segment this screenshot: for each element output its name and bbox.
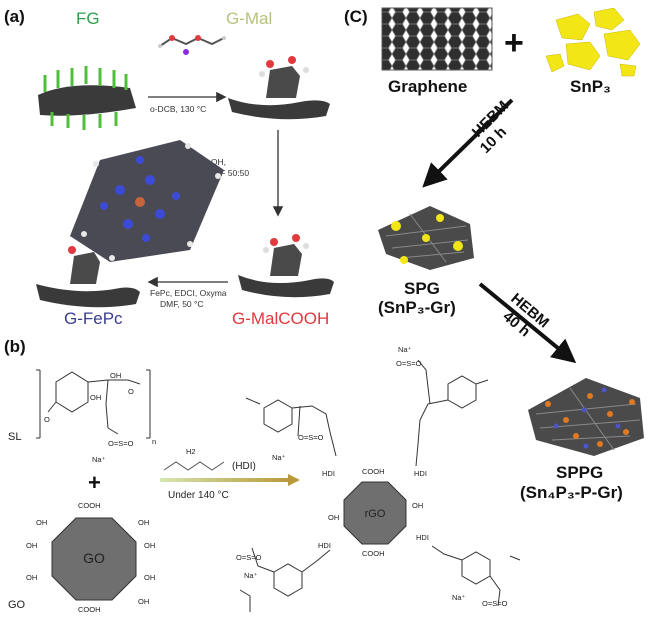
hebm-10h-arrow bbox=[422, 98, 514, 188]
hdi-molecule: H2 (HDI) bbox=[163, 447, 256, 472]
frag4-so3: O=S=O bbox=[482, 599, 508, 608]
snp3-particles bbox=[545, 7, 641, 77]
go-oh-5: OH bbox=[144, 541, 155, 550]
rgo-hdi-3: HDI bbox=[318, 541, 331, 550]
go-cooh-top: COOH bbox=[78, 501, 101, 510]
hdi-label: (HDI) bbox=[232, 461, 256, 472]
plus-sign-c: + bbox=[504, 24, 524, 62]
go-oh-4: OH bbox=[138, 518, 149, 527]
rgo-cooh-bottom: COOH bbox=[362, 549, 385, 558]
go-oh-7: OH bbox=[138, 597, 149, 606]
panel-c-label: (C) bbox=[344, 7, 368, 26]
rgo-hdi-2: HDI bbox=[414, 469, 427, 478]
frag1-so3: O=S=O bbox=[298, 433, 324, 442]
sppg-cluster bbox=[528, 378, 644, 456]
hebm-40h-arrow bbox=[478, 282, 577, 364]
frag2-so3: O=S=O bbox=[396, 359, 422, 368]
panel-a: (a) FG G-Mal o-DCB, 130 bbox=[4, 7, 334, 328]
hdi-arrow-shaft bbox=[160, 478, 288, 482]
rgo-hdi-4: HDI bbox=[416, 533, 429, 542]
go-oh-6: OH bbox=[144, 573, 155, 582]
step3-condition-2: DMF, 50 °C bbox=[160, 299, 204, 309]
sppg-label-1: SPPG bbox=[556, 463, 603, 482]
spg-label-1: SPG bbox=[404, 279, 440, 298]
hdi-condition: Under 140 °C bbox=[168, 490, 229, 501]
sl-fragment-bottom-left bbox=[239, 547, 331, 612]
rgo-cooh-top: COOH bbox=[362, 467, 385, 476]
sl-oh-2: OH bbox=[90, 393, 101, 402]
spg-cluster bbox=[378, 206, 474, 270]
g-malcooh-label: G-MalCOOH bbox=[232, 309, 329, 328]
frag4-na: Na⁺ bbox=[452, 593, 466, 602]
rgo-oh-left: OH bbox=[328, 513, 339, 522]
go-oh-3: OH bbox=[26, 573, 37, 582]
sl-fragment-bottom-right bbox=[431, 545, 521, 607]
go-cooh-bottom: COOH bbox=[78, 605, 101, 614]
sl-label: SL bbox=[8, 431, 21, 443]
sl-o: O bbox=[128, 387, 134, 396]
go-center-label: GO bbox=[83, 550, 105, 566]
hdi-arrow-head bbox=[288, 474, 300, 486]
frag3-so3: O=S=O bbox=[236, 553, 262, 562]
go-oh-1: OH bbox=[36, 518, 47, 527]
go-oh-2: OH bbox=[26, 541, 37, 550]
rgo-hdi-1: HDI bbox=[322, 469, 335, 478]
step1-condition: o-DCB, 130 °C bbox=[150, 104, 206, 114]
go-label: GO bbox=[8, 599, 26, 611]
fg-molecule bbox=[38, 66, 136, 130]
frag2-na: Na⁺ bbox=[398, 345, 412, 354]
step2-condition-1: NaOH, bbox=[200, 157, 226, 167]
step3-condition-1: FePc, EDCI, Oxyma bbox=[150, 288, 227, 298]
g-mal-molecule bbox=[228, 56, 330, 120]
fg-label: FG bbox=[76, 9, 100, 28]
panel-c: (C) Graphene + SnP₃ HEBM 10 h bbox=[344, 7, 644, 502]
sl-fragment-top-left bbox=[245, 397, 337, 457]
go-octagon: GO COOH COOH OH OH OH OH OH OH OH bbox=[26, 501, 155, 614]
sl-so3: O=S=O bbox=[108, 439, 134, 448]
g-fepc-label: G-FePc bbox=[64, 309, 123, 328]
snp3-label: SnP₃ bbox=[570, 77, 611, 96]
panel-a-label: (a) bbox=[4, 7, 25, 26]
malonate-reagent bbox=[158, 35, 226, 55]
panel-b-label: (b) bbox=[4, 337, 26, 356]
graphene-sheet bbox=[381, 7, 493, 71]
plus-sign-b: + bbox=[88, 470, 101, 495]
frag1-na: Na⁺ bbox=[272, 453, 286, 462]
hdi-h2: H2 bbox=[186, 447, 196, 456]
rgo-octagon: rGO COOH COOH OH OH HDI HDI HDI HDI bbox=[318, 467, 429, 558]
graphene-label: Graphene bbox=[388, 77, 467, 96]
panel-b: (b) OH OH O O O=S=O Na⁺ n SL + GO COOH C… bbox=[4, 337, 521, 614]
rgo-oh-right: OH bbox=[412, 501, 423, 510]
sppg-label-2: (Sn₄P₃-P-Gr) bbox=[520, 483, 623, 502]
sl-fragment-top-right bbox=[415, 359, 489, 467]
sl-na: Na⁺ bbox=[92, 455, 106, 464]
rgo-center-label: rGO bbox=[365, 508, 386, 520]
g-fepc-molecule bbox=[36, 140, 224, 308]
sl-o-2: O bbox=[44, 415, 50, 424]
sl-oh-1: OH bbox=[110, 371, 121, 380]
sl-n: n bbox=[152, 437, 156, 446]
sl-structure bbox=[36, 369, 151, 439]
frag3-na: Na⁺ bbox=[244, 571, 258, 580]
g-malcooh-molecule bbox=[238, 234, 334, 298]
spg-label-2: (SnP₃-Gr) bbox=[378, 298, 456, 317]
g-mal-label: G-Mal bbox=[226, 9, 272, 28]
